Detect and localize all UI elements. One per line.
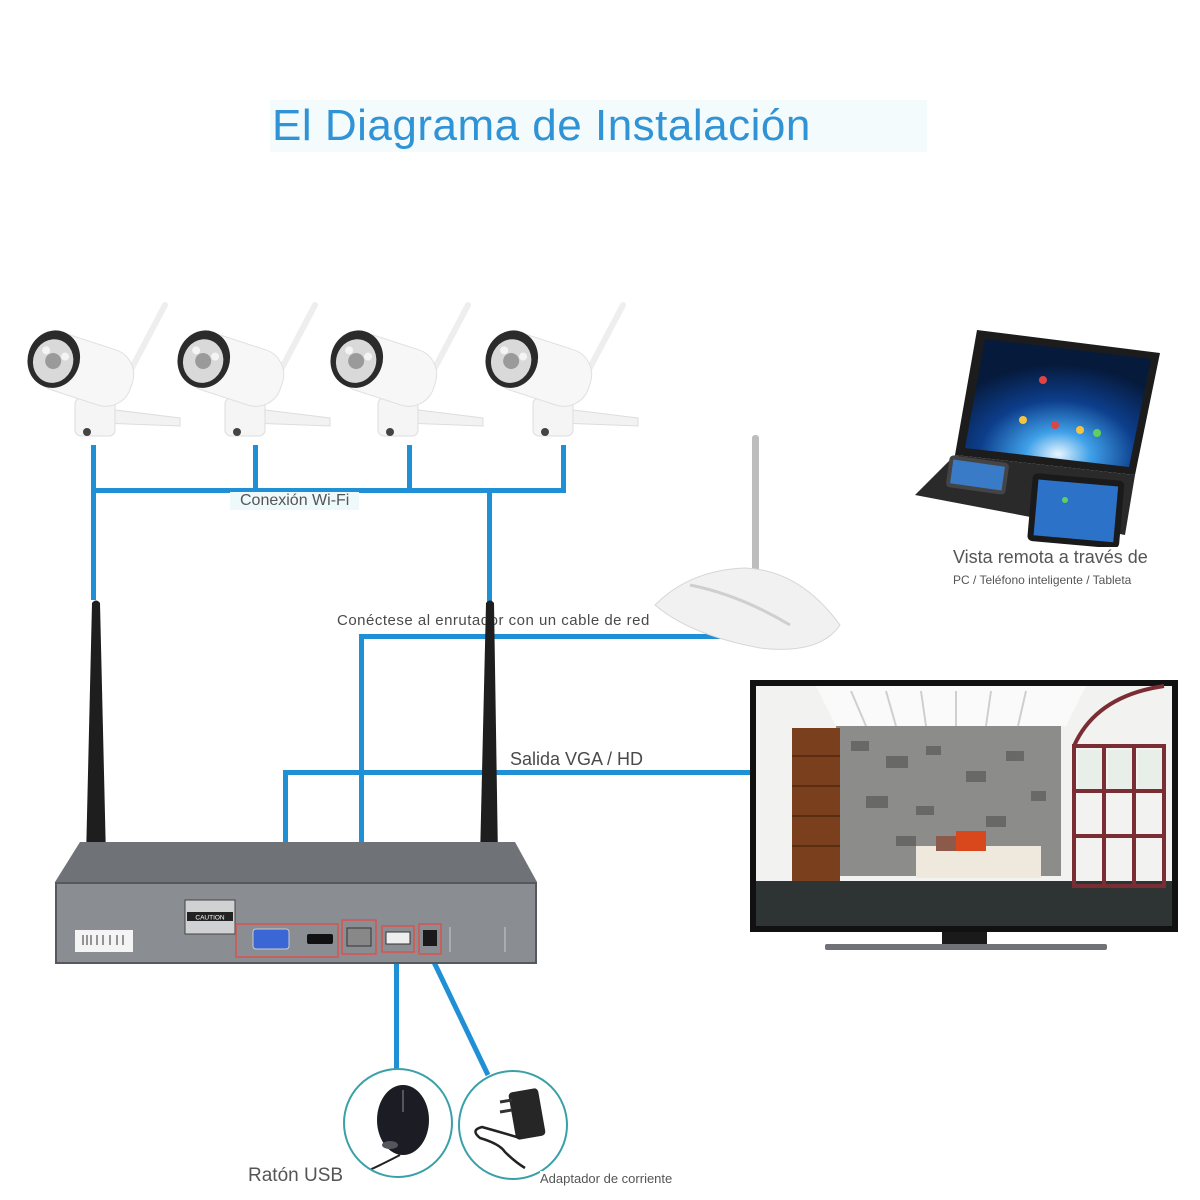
monitor-stand (942, 932, 987, 946)
wifi-router-icon (654, 435, 841, 650)
laptop-phone-tablet-icon (915, 330, 1160, 549)
remote-view-label: Vista remota a través de (953, 547, 1148, 568)
video-output-label: Salida VGA / HD (510, 749, 644, 770)
nvr-recorder: CAUTION (55, 842, 537, 964)
usb-mouse-icon (359, 1085, 429, 1175)
bullet-camera-icon (485, 302, 639, 437)
page-title: El Diagrama de Instalación (270, 100, 927, 152)
remote-devices-label: PC / Teléfono inteligente / Tableta (953, 573, 1132, 587)
usb-mouse-circle (343, 1068, 453, 1178)
power-adapter-label: Adaptador de corriente (540, 1171, 673, 1186)
wifi-connection-label: Conexión Wi-Fi (230, 492, 360, 510)
bullet-camera-icon (177, 302, 331, 437)
power-adapter-icon (474, 1088, 546, 1170)
bullet-camera-icon (27, 302, 181, 437)
monitor-base (825, 944, 1107, 950)
usb-mouse-label: Ratón USB (248, 1165, 344, 1187)
bullet-camera-icon (330, 302, 484, 437)
monitor-icon (750, 680, 1178, 932)
power-adapter-circle (458, 1070, 568, 1180)
svg-text:CAUTION: CAUTION (195, 915, 225, 922)
